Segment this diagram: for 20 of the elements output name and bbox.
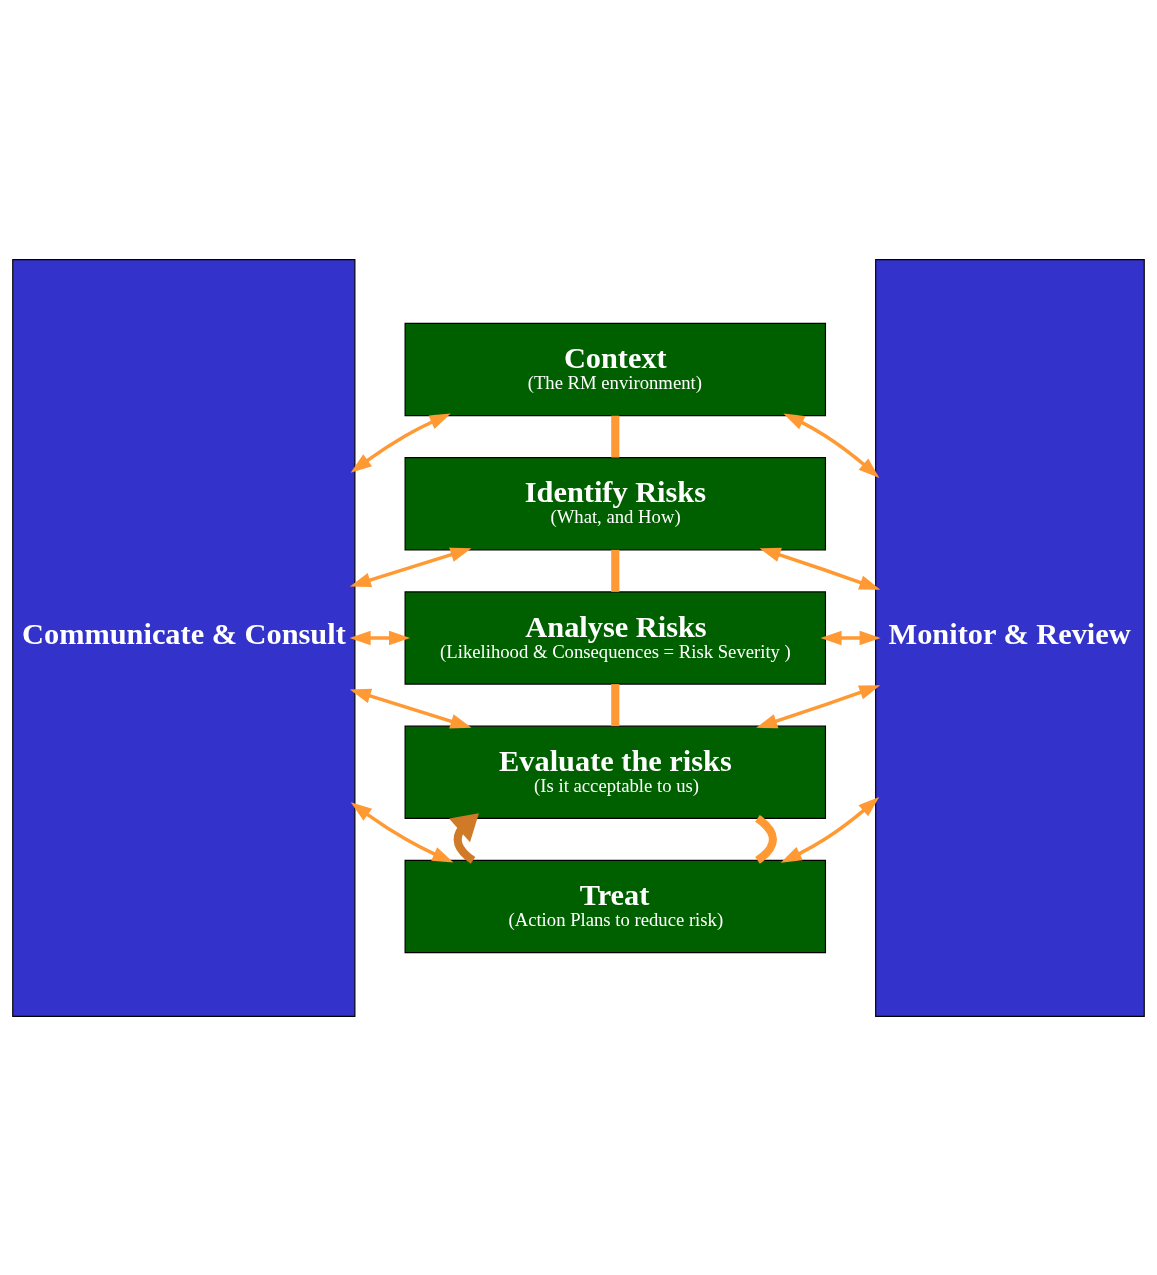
node-box: Identify Risks (What, and How) (404, 456, 827, 550)
arrow (783, 412, 880, 478)
arrow (350, 801, 454, 862)
connector (611, 415, 620, 458)
connector (611, 683, 620, 726)
arrow (756, 684, 881, 728)
arrow (350, 413, 451, 473)
node-box: Treat (Action Plans to reduce risk) (404, 859, 827, 953)
node-box: Communicate & Consult (12, 258, 356, 1017)
node-box: Context (The RM environment) (404, 322, 827, 416)
node-box: Evaluate the risks (Is it acceptable to us) (404, 725, 827, 819)
arrow (820, 630, 881, 645)
arrow (759, 547, 881, 590)
node-box: Monitor & Review (875, 258, 1145, 1017)
node-box: Analyse Risks (Likelihood & Consequences = Risk Severity ) (404, 590, 827, 685)
arrow (349, 547, 472, 587)
arrow (780, 796, 880, 863)
connector (611, 549, 620, 592)
arrow (349, 688, 472, 728)
arrow (349, 630, 411, 645)
